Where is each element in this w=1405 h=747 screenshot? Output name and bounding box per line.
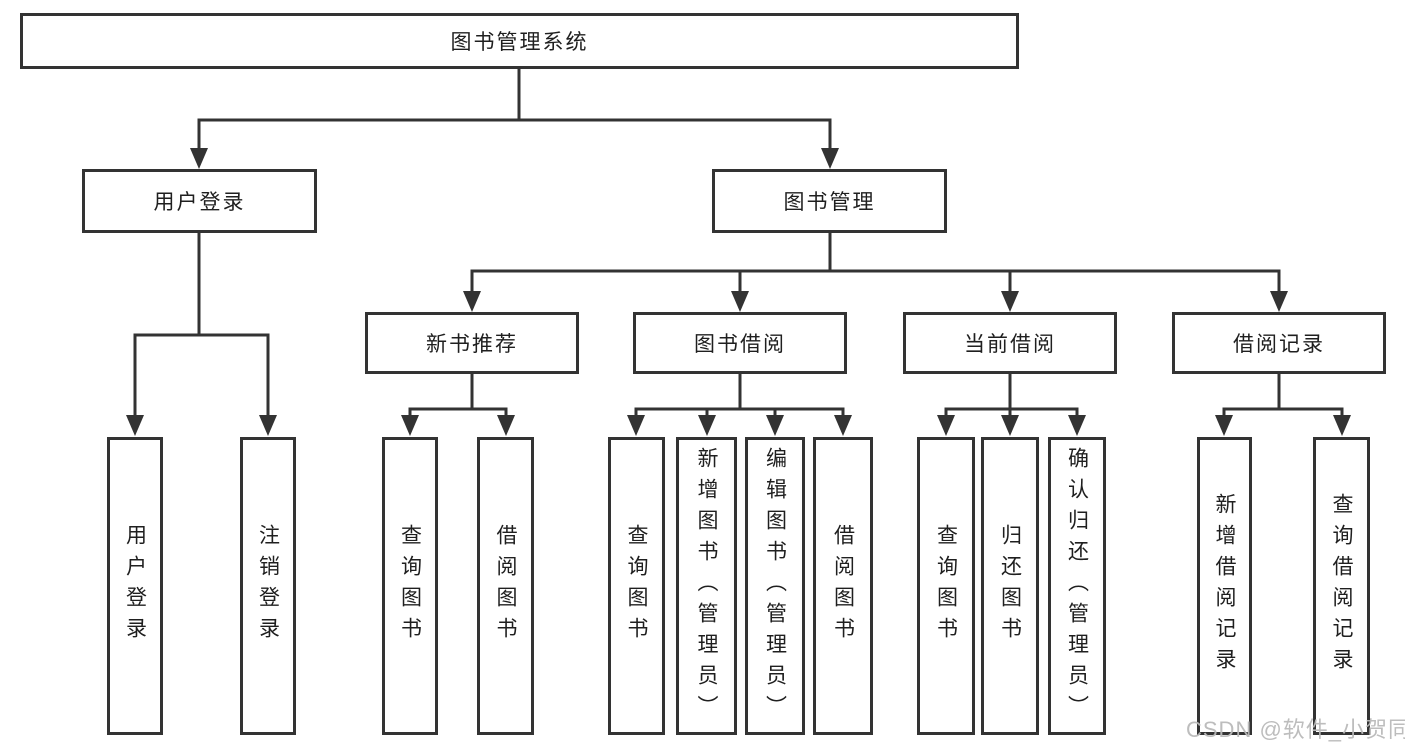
node-current-borrowing: 当前借阅	[903, 312, 1117, 374]
node-book-management-label: 图书管理	[783, 191, 876, 214]
leaf-logout-label: 注销登录	[256, 524, 280, 648]
node-root-label: 图书管理系统	[450, 31, 589, 54]
node-new-book-recommend-label: 新书推荐	[426, 333, 518, 356]
node-user-login: 用户登录	[82, 169, 317, 233]
leaf-query-borrow-record-label: 查询借阅记录	[1330, 493, 1353, 679]
leaf-borrow-books-borrowing-label: 借阅图书	[831, 524, 855, 648]
node-book-management: 图书管理	[712, 169, 947, 233]
leaf-query-books-borrowing: 查询图书	[608, 437, 665, 735]
watermark: CSDN @软件_小贺同学	[1186, 717, 1405, 742]
leaf-query-borrow-record: 查询借阅记录	[1313, 437, 1370, 735]
leaf-query-books-borrowing-label: 查询图书	[625, 524, 648, 648]
leaf-return-books-label: 归还图书	[998, 524, 1022, 648]
leaf-query-books-current-label: 查询图书	[934, 524, 958, 648]
leaf-add-books-admin: 新增图书（管理员）	[676, 437, 737, 735]
leaf-logout: 注销登录	[240, 437, 296, 735]
leaf-add-borrow-record: 新增借阅记录	[1197, 437, 1252, 735]
node-book-borrowing: 图书借阅	[633, 312, 847, 374]
leaf-query-books-current: 查询图书	[917, 437, 975, 735]
node-new-book-recommend: 新书推荐	[365, 312, 579, 374]
leaf-borrow-books-borrowing: 借阅图书	[813, 437, 873, 735]
leaf-query-books-recommend: 查询图书	[382, 437, 438, 735]
node-root: 图书管理系统	[20, 13, 1019, 69]
leaf-borrow-books-recommend: 借阅图书	[477, 437, 534, 735]
leaf-confirm-return-admin: 确认归还（管理员）	[1048, 437, 1106, 735]
leaf-return-books: 归还图书	[981, 437, 1039, 735]
node-book-borrowing-label: 图书借阅	[694, 333, 786, 356]
node-current-borrowing-label: 当前借阅	[964, 333, 1056, 356]
leaf-add-borrow-record-label: 新增借阅记录	[1213, 493, 1236, 679]
leaf-borrow-books-recommend-label: 借阅图书	[494, 524, 517, 648]
node-user-login-label: 用户登录	[153, 191, 246, 214]
leaf-user-login-label: 用户登录	[123, 524, 147, 648]
node-borrowing-records: 借阅记录	[1172, 312, 1386, 374]
leaf-edit-books-admin-label: 编辑图书（管理员）	[763, 446, 787, 726]
leaf-edit-books-admin: 编辑图书（管理员）	[745, 437, 805, 735]
leaf-add-books-admin-label: 新增图书（管理员）	[695, 446, 718, 726]
leaf-query-books-recommend-label: 查询图书	[398, 524, 422, 648]
leaf-confirm-return-admin-label: 确认归还（管理员）	[1065, 446, 1089, 726]
leaf-user-login: 用户登录	[107, 437, 163, 735]
node-borrowing-records-label: 借阅记录	[1233, 333, 1325, 356]
